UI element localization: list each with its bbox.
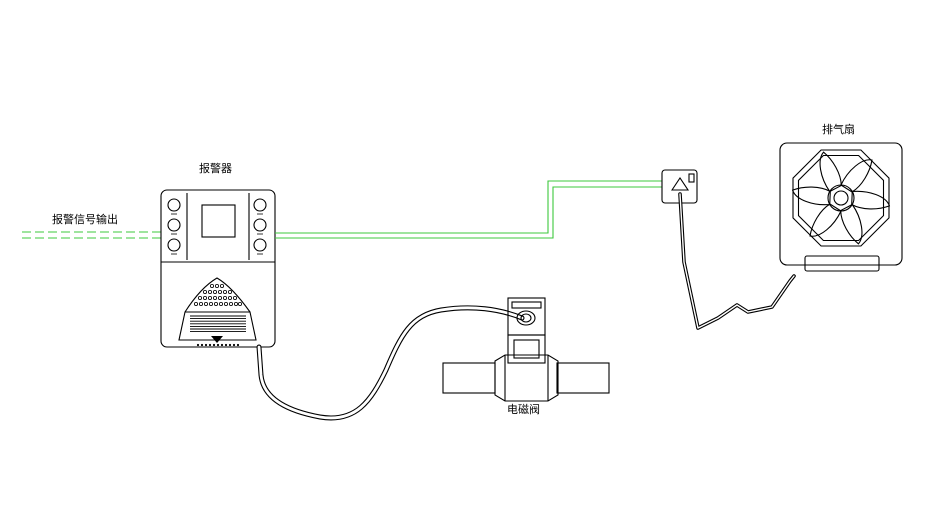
alarm-housing: [160, 189, 276, 348]
grille-dot: [197, 295, 202, 300]
fan-power-cord: [678, 192, 796, 330]
bottom-dot: [208, 343, 212, 347]
fan-blade-shape: [840, 159, 873, 193]
bottom-dot: [236, 343, 240, 347]
grille-dot: [209, 283, 214, 288]
fan-blade: [809, 203, 842, 237]
bottom-dot: [224, 343, 228, 347]
exhaust-fan-label: 排气扇: [822, 122, 855, 136]
alarm-speaker-dome: [184, 277, 251, 313]
indicator-light: [167, 198, 181, 212]
fan-hub: [827, 184, 855, 212]
indicator-light: [167, 238, 181, 252]
grille-dot: [202, 295, 207, 300]
grille-dot: [217, 289, 222, 294]
bottom-dot: [200, 343, 204, 347]
indicator-light: [253, 238, 267, 252]
bottom-dot: [232, 343, 236, 347]
fan-blade-shape: [840, 203, 863, 245]
alarm-display-screen: [201, 204, 236, 238]
alarm-label: 报警器: [199, 161, 232, 175]
grille-dot: [227, 289, 232, 294]
fan-blade: [840, 159, 873, 193]
indicator-light: [253, 218, 267, 232]
fan-outer-ring: [792, 149, 890, 247]
grille-dot: [212, 295, 217, 300]
signal-output-wires: [22, 231, 161, 239]
valve-coil: [507, 297, 546, 336]
bottom-dot: [196, 343, 200, 347]
grille-dot: [214, 283, 219, 288]
alarm-unit: [160, 189, 276, 348]
fan-base: [804, 255, 880, 272]
grille-dot: [228, 301, 233, 306]
alarm-to-socket-wires: [275, 180, 662, 239]
indicator-light: [167, 218, 181, 232]
grille-dot: [222, 295, 227, 300]
bottom-dot: [204, 343, 208, 347]
fan-hub-inner: [833, 190, 849, 206]
grille-dot: [217, 295, 222, 300]
indicator-light: [253, 198, 267, 212]
fan-blade-shape: [791, 186, 831, 206]
green-wire-2: [275, 186, 662, 239]
grille-dot: [222, 289, 227, 294]
valve-coil-cap: [511, 301, 542, 309]
grille-dot: [227, 295, 232, 300]
grille-dot: [237, 301, 242, 306]
fan-blade-shape: [819, 151, 842, 193]
valve-neck-inner: [513, 339, 540, 359]
valve-pipe-right: [556, 362, 610, 394]
valve-cable-inner: [257, 306, 524, 420]
exhaust-fan: [779, 142, 903, 272]
grille-dot: [232, 295, 237, 300]
fan-blades: [791, 151, 891, 245]
valve-cable-gland-inner: [520, 313, 532, 323]
alarm-indicator-lights: [167, 198, 267, 255]
grille-dot: [212, 289, 217, 294]
alarm-bottom-dots: [196, 343, 240, 347]
socket-switch: [688, 173, 695, 183]
grille-dot: [208, 301, 213, 306]
alarm-vent-slats: [190, 315, 246, 333]
fan-blade-shape: [809, 203, 842, 237]
bottom-dot: [228, 343, 232, 347]
fan-blade: [840, 203, 863, 245]
speaker-grille-dots: [193, 283, 242, 306]
valve-body: [494, 354, 559, 402]
grille-dot: [218, 301, 223, 306]
fan-blade: [819, 151, 842, 193]
fan-housing: [779, 142, 903, 266]
fan-inner-ring: [797, 154, 885, 242]
bottom-dot: [216, 343, 220, 347]
bottom-dot: [212, 343, 216, 347]
grille-dot: [203, 301, 208, 306]
alarm-vent-frame: [178, 311, 257, 341]
fan-blade: [851, 190, 891, 210]
valve-control-cable: [256, 305, 525, 421]
grille-dot: [207, 289, 212, 294]
grille-dot: [223, 301, 228, 306]
green-wire-1: [275, 180, 662, 234]
grille-dot: [219, 283, 224, 288]
fan-blade-shape: [851, 190, 891, 210]
alarm-arrow-icon: [211, 336, 223, 343]
socket-plug-icon: [670, 177, 690, 191]
bottom-dot: [220, 343, 224, 347]
fan-cord-inner: [679, 193, 795, 329]
signal-output-label: 报警信号输出: [52, 212, 118, 226]
grille-dot: [193, 301, 198, 306]
grille-dot: [198, 301, 203, 306]
fan-blade: [791, 186, 831, 206]
grille-dot: [233, 301, 238, 306]
grille-dot: [213, 301, 218, 306]
grille-dot: [207, 295, 212, 300]
solenoid-valve: [442, 297, 610, 402]
grille-dot: [202, 289, 207, 294]
valve-cable-gland: [516, 310, 536, 326]
solenoid-valve-label: 电磁阀: [507, 402, 540, 416]
